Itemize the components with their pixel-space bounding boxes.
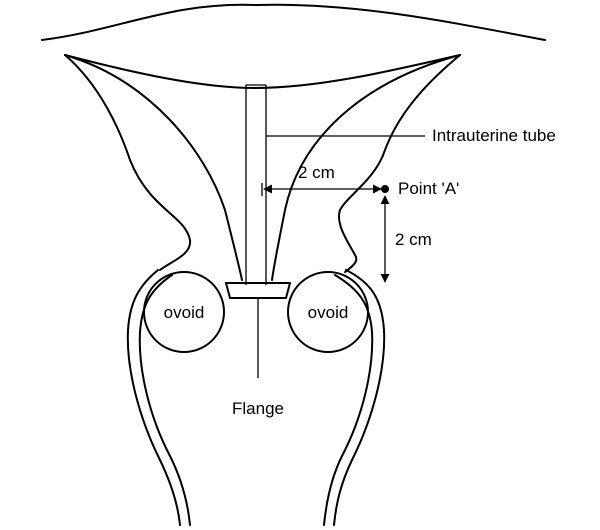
uterine-cavity-right-wall xyxy=(271,54,461,281)
point-a-label: Point 'A' xyxy=(398,179,459,198)
uterus-outer-left xyxy=(64,54,192,271)
intrauterine-tube-label: Intrauterine tube xyxy=(432,126,556,145)
vertical-distance-label: 2 cm xyxy=(395,230,432,249)
flange-label: Flange xyxy=(232,399,284,418)
horizontal-distance-label: 2 cm xyxy=(298,163,335,182)
ovoid-left-label: ovoid xyxy=(164,303,205,322)
vagina-wall-right-inner xyxy=(323,274,374,526)
ovoid-right-shape xyxy=(287,271,369,353)
vagina-wall-right-outer xyxy=(333,269,386,526)
uterine-cavity-left-wall xyxy=(64,54,243,281)
vagina-wall-left-outer xyxy=(126,269,181,526)
ovoid-left-shape xyxy=(143,271,225,353)
uterus-fundus-curve xyxy=(41,3,546,41)
point-a-marker xyxy=(381,185,389,193)
uterus-outer-right xyxy=(338,54,461,273)
vagina-wall-left-inner xyxy=(138,274,191,526)
uterine-cavity-top xyxy=(64,54,461,89)
flange-shape xyxy=(225,282,291,299)
ovoid-right-label: ovoid xyxy=(308,303,349,322)
